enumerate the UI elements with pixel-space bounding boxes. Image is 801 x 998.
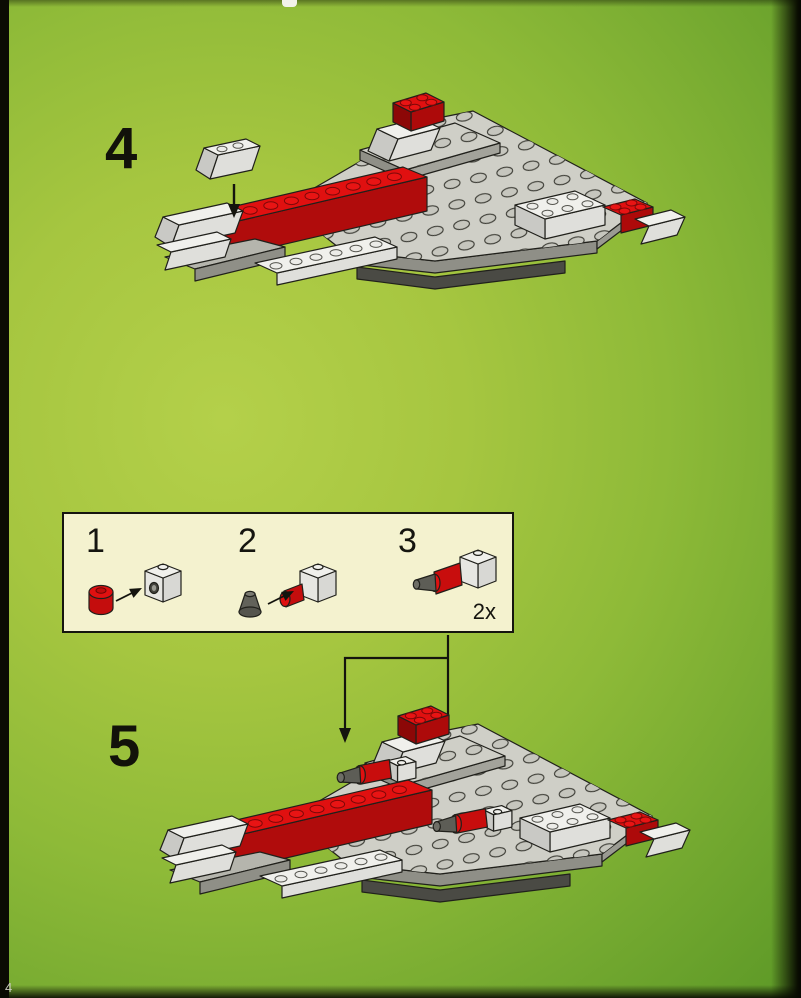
red-round-brick-icon: [88, 584, 114, 616]
gray-cone-icon: [238, 590, 262, 618]
assembly-arrow-icon: [115, 588, 142, 602]
scan-edge-top: [0, 0, 801, 7]
step-4-label: 4: [105, 116, 138, 181]
engine-assembly-icon: [412, 549, 497, 595]
placement-arrow-icon: [228, 184, 240, 218]
scan-edge-left: [0, 0, 9, 998]
parts-callout-box: 1 2 3: [62, 512, 514, 633]
scan-edge-bottom: [0, 985, 801, 998]
scan-artifact: [282, 0, 297, 7]
page-number: 4: [5, 980, 13, 995]
assembly-arrow-icon: [267, 591, 294, 605]
callout-step-1-label: 1: [86, 522, 105, 560]
substep-2-parts-icon: [238, 563, 337, 618]
substep-1-parts-icon: [88, 563, 182, 616]
scan-edge-right: [771, 0, 801, 998]
callout-step-2-label: 2: [238, 522, 257, 560]
step-4-new-piece-icon: [195, 138, 261, 218]
technic-brick-icon: [144, 563, 182, 603]
engine-assembly-1-icon: [328, 750, 420, 802]
engine-assembly-2-icon: [424, 799, 516, 851]
callout-step-3-label: 3: [398, 522, 417, 560]
step-5-label: 5: [108, 714, 141, 779]
quantity-label: 2x: [472, 599, 496, 624]
substep-3-assembly-icon: [412, 549, 497, 595]
engine-partial-icon: [279, 563, 337, 608]
